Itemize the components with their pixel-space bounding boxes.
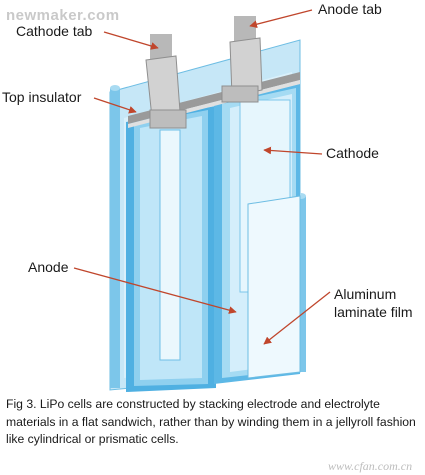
arrow-aluminum	[263, 291, 331, 345]
lipo-cell-diagram: newmaker.com	[2, 1, 413, 392]
label-anode-tab: Anode tab	[318, 1, 382, 17]
label-cathode-tab: Cathode tab	[16, 23, 92, 39]
arrow-top-insulator	[93, 97, 137, 114]
arrow-cathode	[263, 146, 323, 155]
watermark-top: newmaker.com	[6, 7, 120, 24]
label-aluminum-line1: Aluminum	[334, 286, 396, 302]
arrow-anode	[73, 267, 237, 314]
watermark-bottom-text: www.cfan.com.cn	[328, 459, 412, 473]
label-aluminum-line2: laminate film	[334, 304, 413, 320]
label-cathode: Cathode	[326, 145, 379, 161]
arrow-cathode-tab	[103, 31, 159, 50]
laminate-front-flap	[247, 195, 301, 379]
figure-caption: Fig 3. LiPo cells are constructed by sta…	[6, 397, 416, 446]
cathode-tab	[145, 34, 187, 129]
anode-tab	[221, 16, 263, 103]
anode-stack	[126, 106, 216, 392]
arrow-anode-tab	[249, 9, 313, 29]
leader-arrows	[73, 9, 331, 345]
label-anode: Anode	[28, 259, 69, 275]
label-top-insulator: Top insulator	[2, 89, 82, 105]
